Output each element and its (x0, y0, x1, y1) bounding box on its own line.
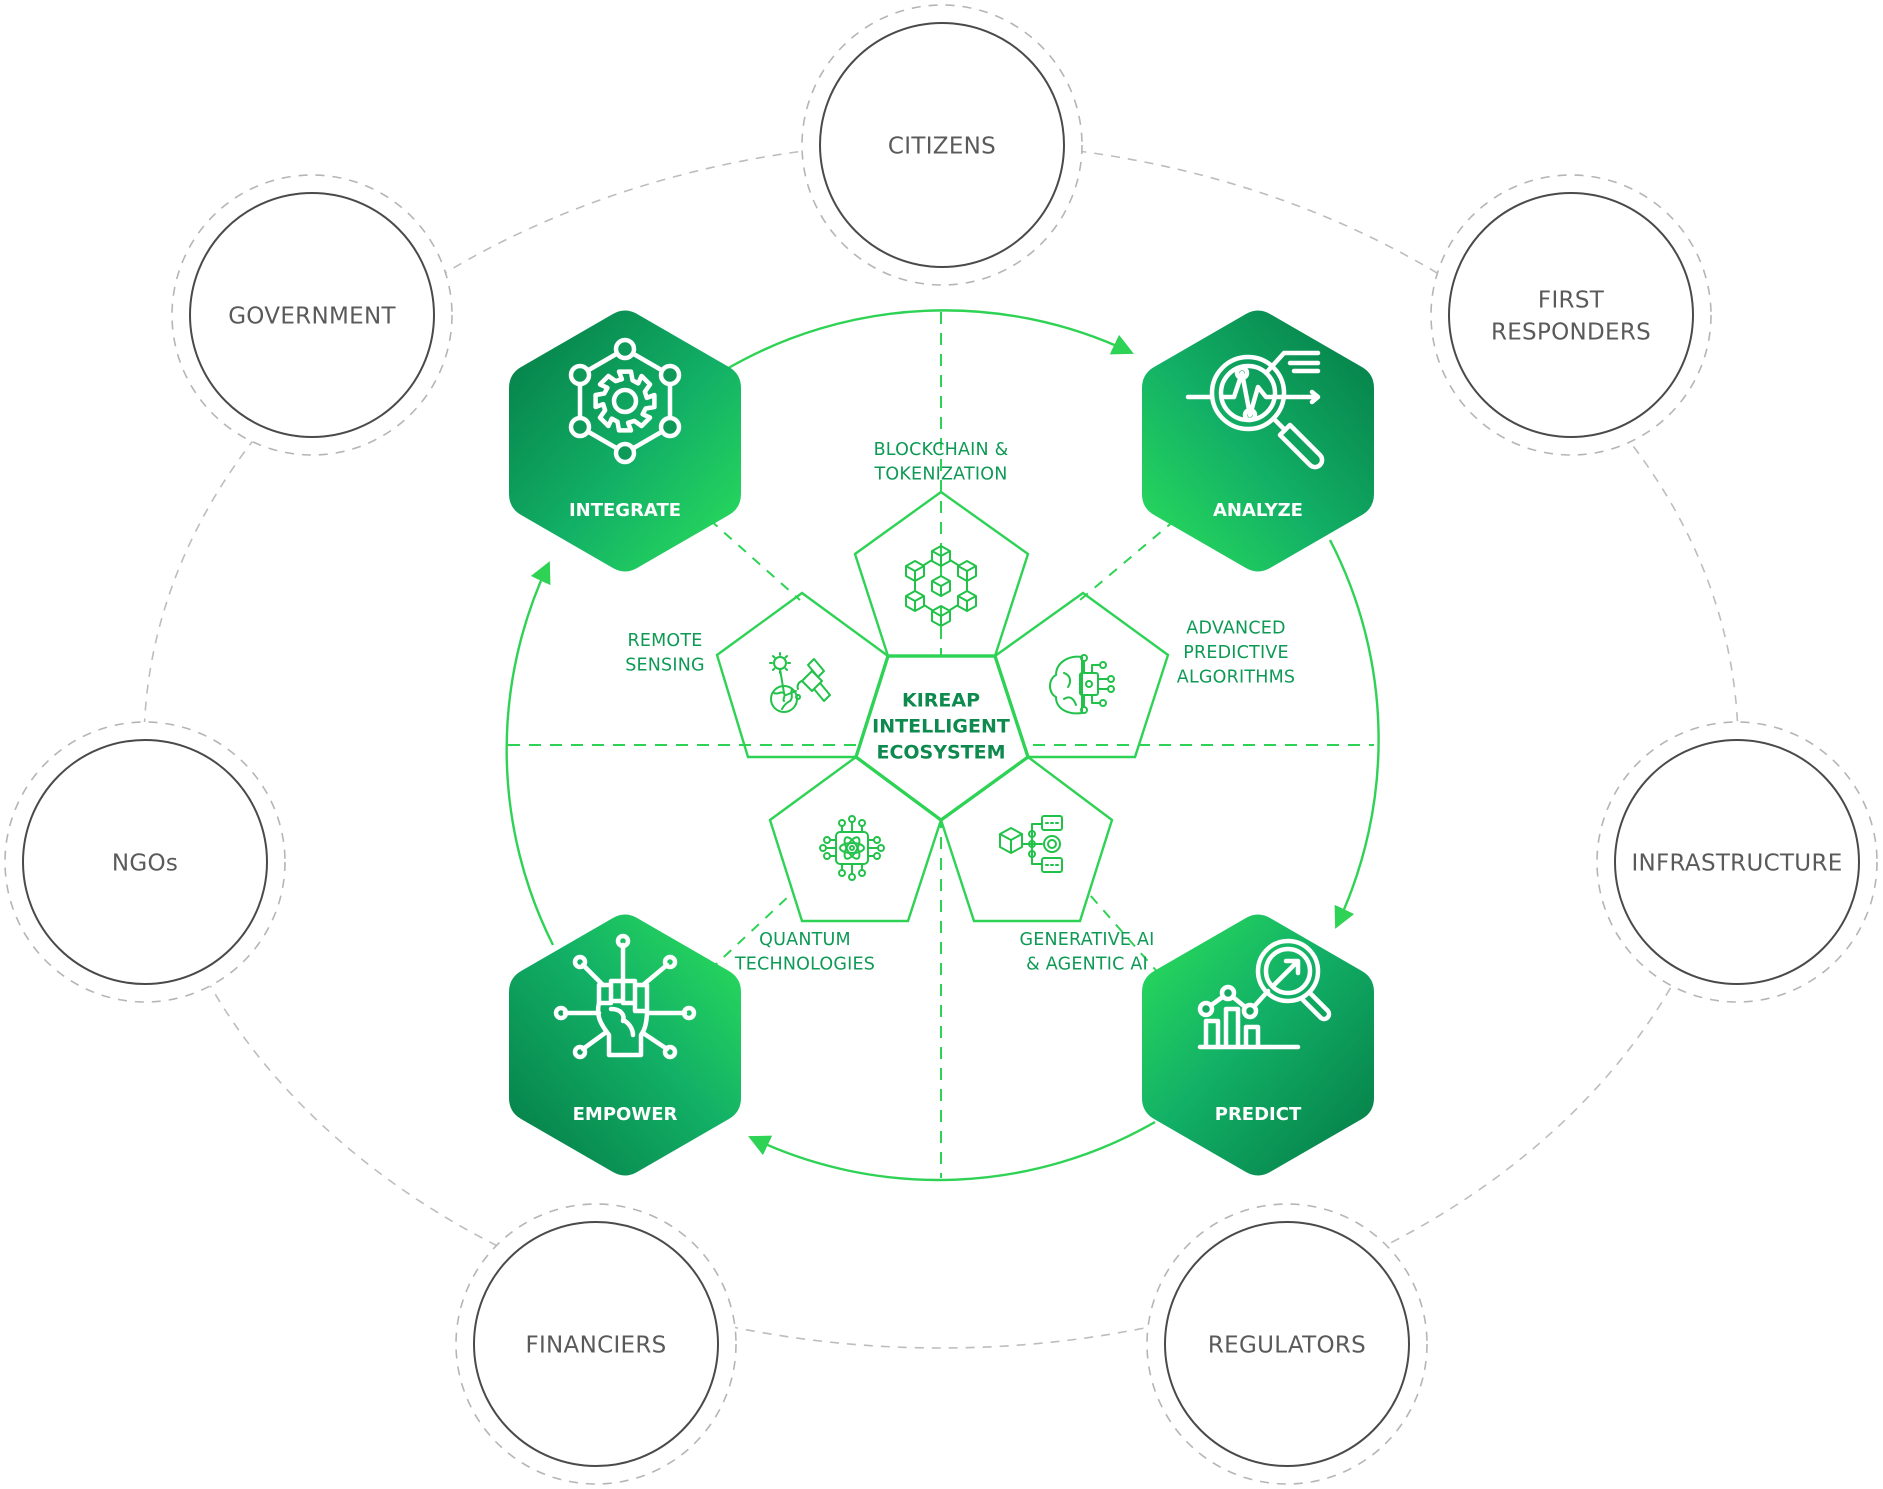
technology-label-line: TOKENIZATION (874, 464, 1008, 484)
cycle-ring (505, 309, 1380, 1182)
stakeholder-ngos[interactable]: NGOs (4, 721, 286, 1003)
stakeholder-circle (189, 192, 435, 438)
satellite-earth-icon (769, 652, 831, 713)
core-pentagon-outline (854, 654, 1030, 822)
cycle-arrow-integrate-to-analyze (724, 309, 1134, 372)
stakeholder-label: INFRASTRUCTURE (1631, 851, 1842, 877)
stakeholder-label-line: FIRST (1538, 288, 1605, 314)
core-title-line: ECOSYSTEM (876, 742, 1005, 764)
stage-empower[interactable]: EMPOWER (509, 914, 741, 1176)
stage-hexagons: INTEGRATE ANALYZE PREDICT EMPOWER (509, 310, 1374, 1176)
stakeholder-label: FINANCIERS (525, 1333, 666, 1359)
technology-label-line: PREDICTIVE (1183, 643, 1289, 663)
technology-label-line: GENERATIVE AI (1019, 930, 1154, 950)
stage-analyze[interactable]: ANALYZE (1142, 310, 1374, 572)
stage-label: PREDICT (1215, 1104, 1302, 1125)
stakeholder-circle (1614, 739, 1860, 985)
ai-workflow-icon (999, 815, 1063, 873)
stage-integrate[interactable]: INTEGRATE (509, 310, 741, 572)
stakeholder-label: REGULATORS (1208, 1333, 1366, 1359)
core-title: KIREAP INTELLIGENT ECOSYSTEM (872, 690, 1010, 764)
technology-quantum[interactable]: QUANTUM TECHNOLOGIES (734, 755, 943, 975)
technology-pentagon (853, 490, 1030, 658)
blockchain-cubes-icon (905, 545, 977, 627)
stakeholder-label: FIRST RESPONDERS (1491, 288, 1651, 346)
stage-label: ANALYZE (1213, 500, 1303, 521)
magnifier-analytics-icon (1185, 350, 1325, 470)
stakeholder-label: GOVERNMENT (228, 304, 396, 330)
stage-label: EMPOWER (573, 1104, 678, 1125)
stakeholder-label-line: FINANCIERS (525, 1333, 666, 1359)
technology-label: QUANTUM TECHNOLOGIES (734, 930, 875, 975)
stakeholder-circle (473, 1221, 719, 1467)
ai-brain-chip-icon (1049, 654, 1115, 715)
stakeholder-label-line: INFRASTRUCTURE (1631, 851, 1842, 877)
diag-connector (709, 519, 801, 601)
quantum-chip-icon (819, 815, 885, 881)
core-title-line: KIREAP (902, 690, 980, 712)
technology-blockchain[interactable]: BLOCKCHAIN & TOKENIZATION (853, 440, 1030, 658)
technology-remote[interactable]: REMOTE SENSING (625, 591, 890, 759)
diag-connector (1079, 519, 1176, 601)
technology-label-line: & AGENTIC AI (1026, 954, 1148, 974)
technology-pentagon (715, 591, 890, 759)
stage-predict[interactable]: PREDICT (1142, 914, 1374, 1176)
core-title-line: INTELLIGENT (872, 716, 1010, 738)
stakeholder-first-responders[interactable]: FIRST RESPONDERS (1430, 174, 1712, 456)
stage-hexagon (509, 914, 741, 1176)
stakeholder-infrastructure[interactable]: INFRASTRUCTURE (1596, 721, 1878, 1003)
stakeholder-label-line: GOVERNMENT (228, 304, 396, 330)
technology-algorithms[interactable]: ADVANCED PREDICTIVE ALGORITHMS (993, 591, 1295, 759)
stakeholder-label-line: RESPONDERS (1491, 320, 1651, 346)
stakeholder-circle (22, 739, 268, 985)
stakeholder-label-line: NGOs (112, 851, 178, 877)
technology-label-line: REMOTE (627, 631, 702, 651)
stakeholder-label-line: CITIZENS (888, 134, 996, 160)
technology-label: ADVANCED PREDICTIVE ALGORITHMS (1177, 619, 1295, 688)
technology-label-line: TECHNOLOGIES (734, 954, 875, 974)
stakeholder-citizens[interactable]: CITIZENS (801, 4, 1083, 286)
stage-hexagon (1142, 310, 1374, 572)
technology-label-line: SENSING (625, 655, 705, 675)
stakeholder-label-line: REGULATORS (1208, 1333, 1366, 1359)
stakeholder-financiers[interactable]: FINANCIERS (455, 1203, 737, 1485)
stakeholder-nodes: CITIZENS FIRST RESPONDERS INFRASTRUCTURE REG… (4, 4, 1878, 1485)
stakeholder-label: CITIZENS (888, 134, 996, 160)
network-gear-icon (568, 337, 682, 465)
cycle-arrow-predict-to-empower (748, 1120, 1156, 1182)
chart-magnifier-icon (1197, 938, 1332, 1050)
stage-label: INTEGRATE (569, 500, 681, 521)
stakeholder-circle (1448, 192, 1694, 438)
cycle-arrow-analyze-to-predict (1328, 539, 1380, 929)
stage-hexagon (509, 310, 741, 572)
technology-label-line: ALGORITHMS (1177, 668, 1295, 688)
stakeholder-circle (1164, 1221, 1410, 1467)
stakeholder-regulators[interactable]: REGULATORS (1146, 1203, 1428, 1485)
cycle-arrow-empower-to-integrate (505, 561, 555, 946)
technology-pentagons: KIREAP INTELLIGENT ECOSYSTEM BLOCKCHAIN & TO… (625, 440, 1295, 975)
stakeholder-circle (819, 22, 1065, 268)
raised-fist-network-icon (553, 933, 697, 1060)
stakeholder-label: NGOs (112, 851, 178, 877)
technology-label: GENERATIVE AI & AGENTIC AI (1019, 930, 1154, 975)
technology-label: BLOCKCHAIN & TOKENIZATION (874, 440, 1009, 485)
technology-label-line: QUANTUM (759, 930, 851, 950)
technology-label-line: ADVANCED (1186, 619, 1285, 639)
technology-label: REMOTE SENSING (625, 631, 705, 676)
technology-label-line: BLOCKCHAIN & (874, 440, 1009, 460)
stakeholder-government[interactable]: GOVERNMENT (171, 174, 453, 456)
